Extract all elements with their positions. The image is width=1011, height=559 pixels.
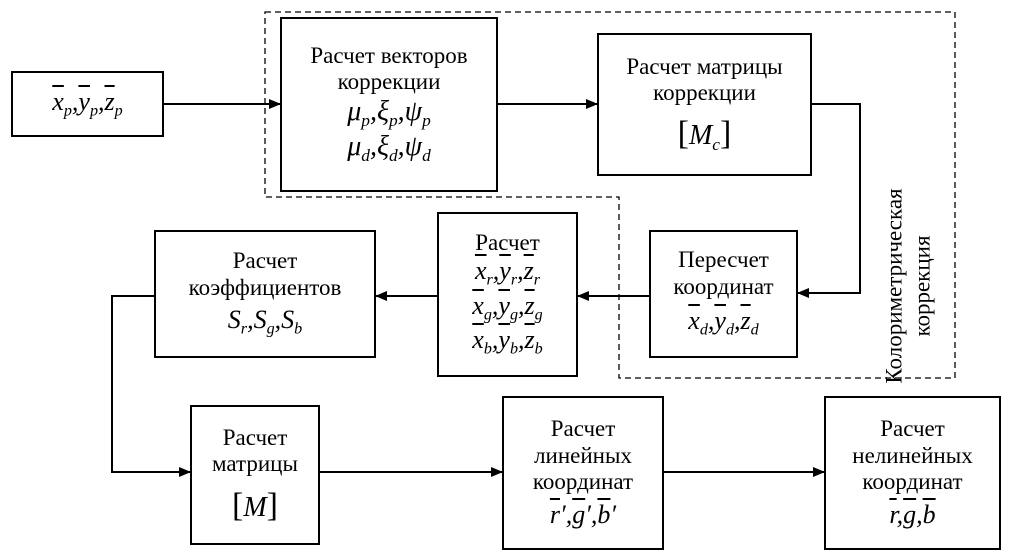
calc-xyz-g: xg,yg,zg	[472, 290, 543, 324]
linear-line3: координат	[532, 469, 634, 495]
linear-line2: линейных	[534, 442, 632, 468]
correction-matrix-symbol: [Mc]	[677, 115, 732, 155]
linear-symbols: r′,g′,b′	[549, 499, 617, 529]
correction-matrix-line2: коррекции	[653, 79, 756, 105]
correction-matrix-block: Расчет матрицы коррекции [Mc]	[597, 33, 812, 176]
recalc-line1: Пересчет	[678, 247, 769, 273]
correction-vectors-line1: Расчет векторов	[310, 43, 468, 69]
linear-line1: Расчет	[550, 416, 616, 442]
nonlinear-coordinates-block: Расчет нелинейных координат r,g,b	[824, 396, 1001, 550]
correction-vectors-block: Расчет векторов коррекции μp,ξp,ψp μd,ξd…	[280, 17, 498, 192]
nonlinear-symbols: r,g,b	[889, 499, 936, 529]
coefficients-block: Расчет коэффициентов Sr,Sg,Sb	[154, 230, 376, 358]
recalc-coordinates-block: Пересчет координат xd,yd,zd	[649, 230, 798, 358]
calc-xyz-line1: Расчет	[475, 230, 540, 256]
recalc-line2: координат	[673, 273, 774, 299]
matrix-m-line1: Расчет	[222, 425, 288, 451]
colorimetric-region-boundary	[264, 11, 956, 379]
coefficients-line1: Расчет	[232, 248, 298, 274]
calc-xyz-r: xr,yr,zr	[474, 256, 541, 290]
arrow-matrix-c-to-recalc	[797, 103, 861, 298]
region-label-line2: коррекция	[909, 235, 934, 337]
nonlinear-line1: Расчет	[880, 416, 945, 442]
correction-vectors-line2: коррекции	[337, 69, 441, 95]
arrow-coefficients-to-matrix-m	[111, 295, 191, 477]
region-label-line1: Колориметрическая	[881, 188, 907, 384]
correction-vectors-p: μp,ξp,ψp	[347, 95, 431, 130]
recalc-coordinates-d: xd,yd,zd	[688, 306, 759, 339]
input-block: xp,yp,zp	[11, 71, 164, 137]
nonlinear-line2: нелинейных	[852, 442, 973, 468]
linear-coordinates-block: Расчет линейных координат r′,g′,b′	[502, 396, 664, 550]
colorimetric-correction-label: Колориметрическая коррекция	[880, 188, 935, 383]
nonlinear-line3: координат	[862, 469, 963, 495]
calc-xyz-block: Расчет xr,yr,zr xg,yg,zg xb,yb,zb	[437, 212, 578, 377]
correction-matrix-line1: Расчет матрицы	[626, 53, 783, 79]
correction-vectors-d: μd,ξd,ψd	[347, 130, 431, 165]
matrix-m-symbol: [M]	[232, 486, 278, 524]
calc-xyz-b: xb,yb,zb	[472, 324, 543, 358]
coefficients-symbols: Sr,Sg,Sb	[227, 305, 303, 338]
matrix-m-line2: матрицы	[212, 451, 298, 477]
coefficients-line2: коэффициентов	[188, 274, 342, 300]
input-coordinates: xp,yp,zp	[52, 86, 123, 120]
matrix-m-block: Расчет матрицы [M]	[190, 405, 320, 545]
